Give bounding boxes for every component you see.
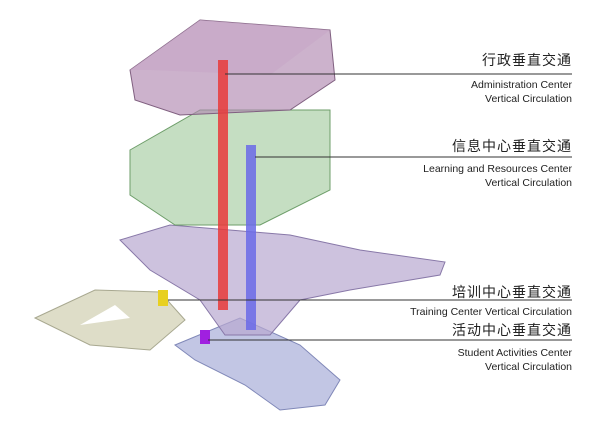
label-cn: 活动中心垂直交通 (452, 323, 572, 339)
label-cn: 行政垂直交通 (482, 53, 572, 69)
core-student-activities (200, 330, 210, 344)
label-en: Vertical Circulation (485, 177, 572, 189)
label-en: Student Activities Center (457, 347, 572, 359)
label-en: Training Center Vertical Circulation (410, 306, 572, 318)
admin-roof (130, 20, 330, 75)
label-training: 培训中心垂直交通 Training Center Vertical Circul… (410, 282, 572, 319)
label-learning-resources: 信息中心垂直交通 Learning and Resources Center V… (423, 136, 572, 190)
label-student-activities: 活动中心垂直交通 Student Activities Center Verti… (452, 320, 572, 374)
core-training (158, 290, 168, 306)
core-administration (218, 60, 228, 310)
core-learning-resources (246, 145, 256, 330)
label-en: Learning and Resources Center (423, 163, 572, 175)
level-learning-resources (129, 109, 331, 226)
wing-opening (80, 305, 130, 325)
label-en: Vertical Circulation (485, 93, 572, 105)
label-en: Administration Center (471, 79, 572, 91)
label-administration: 行政垂直交通 Administration Center Vertical Ci… (471, 50, 572, 106)
label-en: Vertical Circulation (485, 361, 572, 373)
label-cn: 信息中心垂直交通 (452, 139, 572, 155)
label-cn: 培训中心垂直交通 (452, 285, 572, 301)
